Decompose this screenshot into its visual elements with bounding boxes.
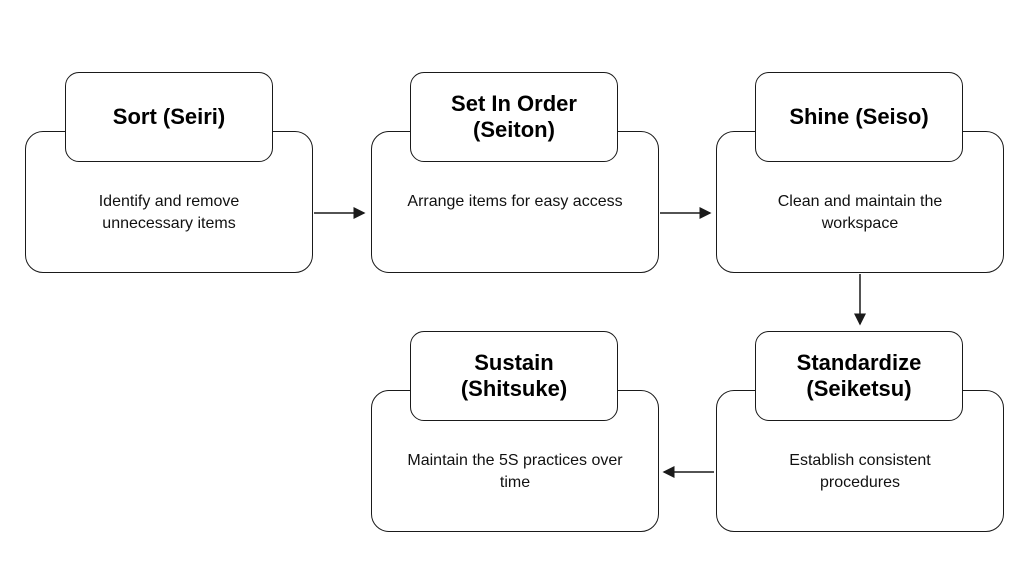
step-description: Arrange items for easy access xyxy=(407,193,623,210)
step-description: Maintain the 5S practices over time xyxy=(407,452,623,491)
step-title-tab: Set In Order (Seiton) xyxy=(410,72,618,162)
step-title: Standardize (Seiketsu) xyxy=(796,350,922,401)
step-description: Identify and remove unnecessary items xyxy=(98,193,240,232)
step-title: Sustain (Shitsuke) xyxy=(460,350,568,401)
step-title: Shine (Seiso) xyxy=(789,104,929,129)
step-title: Set In Order (Seiton) xyxy=(451,91,577,142)
step-title-tab: Sustain (Shitsuke) xyxy=(410,331,618,421)
step-title-tab: Shine (Seiso) xyxy=(755,72,963,162)
step-title-tab: Standardize (Seiketsu) xyxy=(755,331,963,421)
step-title: Sort (Seiri) xyxy=(112,104,226,129)
step-title-tab: Sort (Seiri) xyxy=(65,72,273,162)
step-description: Clean and maintain the workspace xyxy=(777,193,943,232)
step-description: Establish consistent procedures xyxy=(789,452,931,491)
